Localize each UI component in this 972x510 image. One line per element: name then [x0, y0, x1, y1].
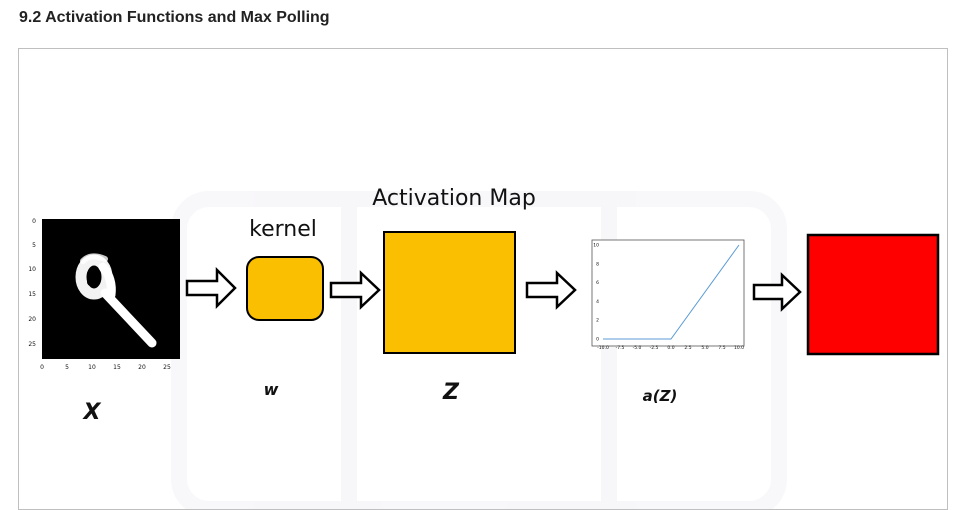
x-tick: 2.5 [684, 345, 691, 351]
arrow-right-icon [525, 270, 577, 310]
y-tick: 8 [596, 261, 599, 267]
x-tick: -2.5 [650, 345, 659, 351]
x-tick: 25 [163, 364, 171, 371]
y-tick: 25 [28, 341, 36, 348]
relu-line [603, 244, 740, 340]
image-x-ticks: 0 5 10 15 20 25 [40, 364, 171, 371]
output-box [806, 233, 940, 356]
image-y-ticks: 0 5 10 15 20 25 [28, 218, 36, 348]
y-tick: 20 [28, 316, 36, 323]
y-tick: 6 [596, 280, 599, 286]
y-tick: 5 [32, 242, 36, 249]
y-tick: 0 [32, 218, 36, 225]
activation-map-box [383, 231, 516, 354]
y-tick: 10 [28, 266, 36, 273]
activation-var-label: a(Z) [643, 387, 678, 405]
page-title: 9.2 Activation Functions and Max Polling [19, 9, 330, 26]
x-tick: 7.5 [718, 345, 725, 351]
plot-frame [591, 239, 745, 347]
kernel-label: kernel [249, 217, 317, 242]
x-tick: 10.0 [734, 345, 744, 351]
input-var-label: X [82, 400, 102, 425]
arrow-right-icon [185, 266, 237, 310]
y-tick: 0 [596, 337, 599, 343]
kernel-var-label: w [264, 380, 279, 399]
y-tick: 15 [28, 291, 36, 298]
activation-map-label: Activation Map [372, 186, 536, 211]
y-tick: 2 [596, 318, 599, 324]
x-tick: 0 [40, 364, 44, 371]
cnn-diagram: 0 5 10 15 20 25 0 5 10 15 20 25 X kernel… [28, 186, 940, 509]
x-tick: -5.0 [633, 345, 642, 351]
relu-plot: 0 2 4 6 8 10 -10.0 -7.5 -5.0 -2.5 0.0 2.5 5.0 7.5 10.… [591, 239, 745, 351]
x-tick: 5 [65, 364, 69, 371]
x-tick: 10 [88, 364, 96, 371]
digit-nine-strokes [75, 253, 157, 348]
arrow-right-icon [329, 270, 381, 310]
arrow-right-icon [752, 272, 802, 312]
y-tick: 4 [596, 299, 599, 305]
x-tick: 15 [113, 364, 121, 371]
x-tick: -10.0 [597, 345, 609, 351]
input-image: 0 5 10 15 20 25 0 5 10 15 20 25 [28, 218, 180, 371]
slide-frame: 0 5 10 15 20 25 0 5 10 15 20 25 X kernel… [18, 48, 948, 510]
x-tick: -7.5 [616, 345, 625, 351]
x-tick: 5.0 [701, 345, 708, 351]
x-tick: 0.0 [667, 345, 674, 351]
x-tick: 20 [138, 364, 146, 371]
kernel-box [246, 256, 324, 321]
y-tick: 10 [593, 243, 599, 249]
map-var-label: Z [442, 380, 460, 405]
